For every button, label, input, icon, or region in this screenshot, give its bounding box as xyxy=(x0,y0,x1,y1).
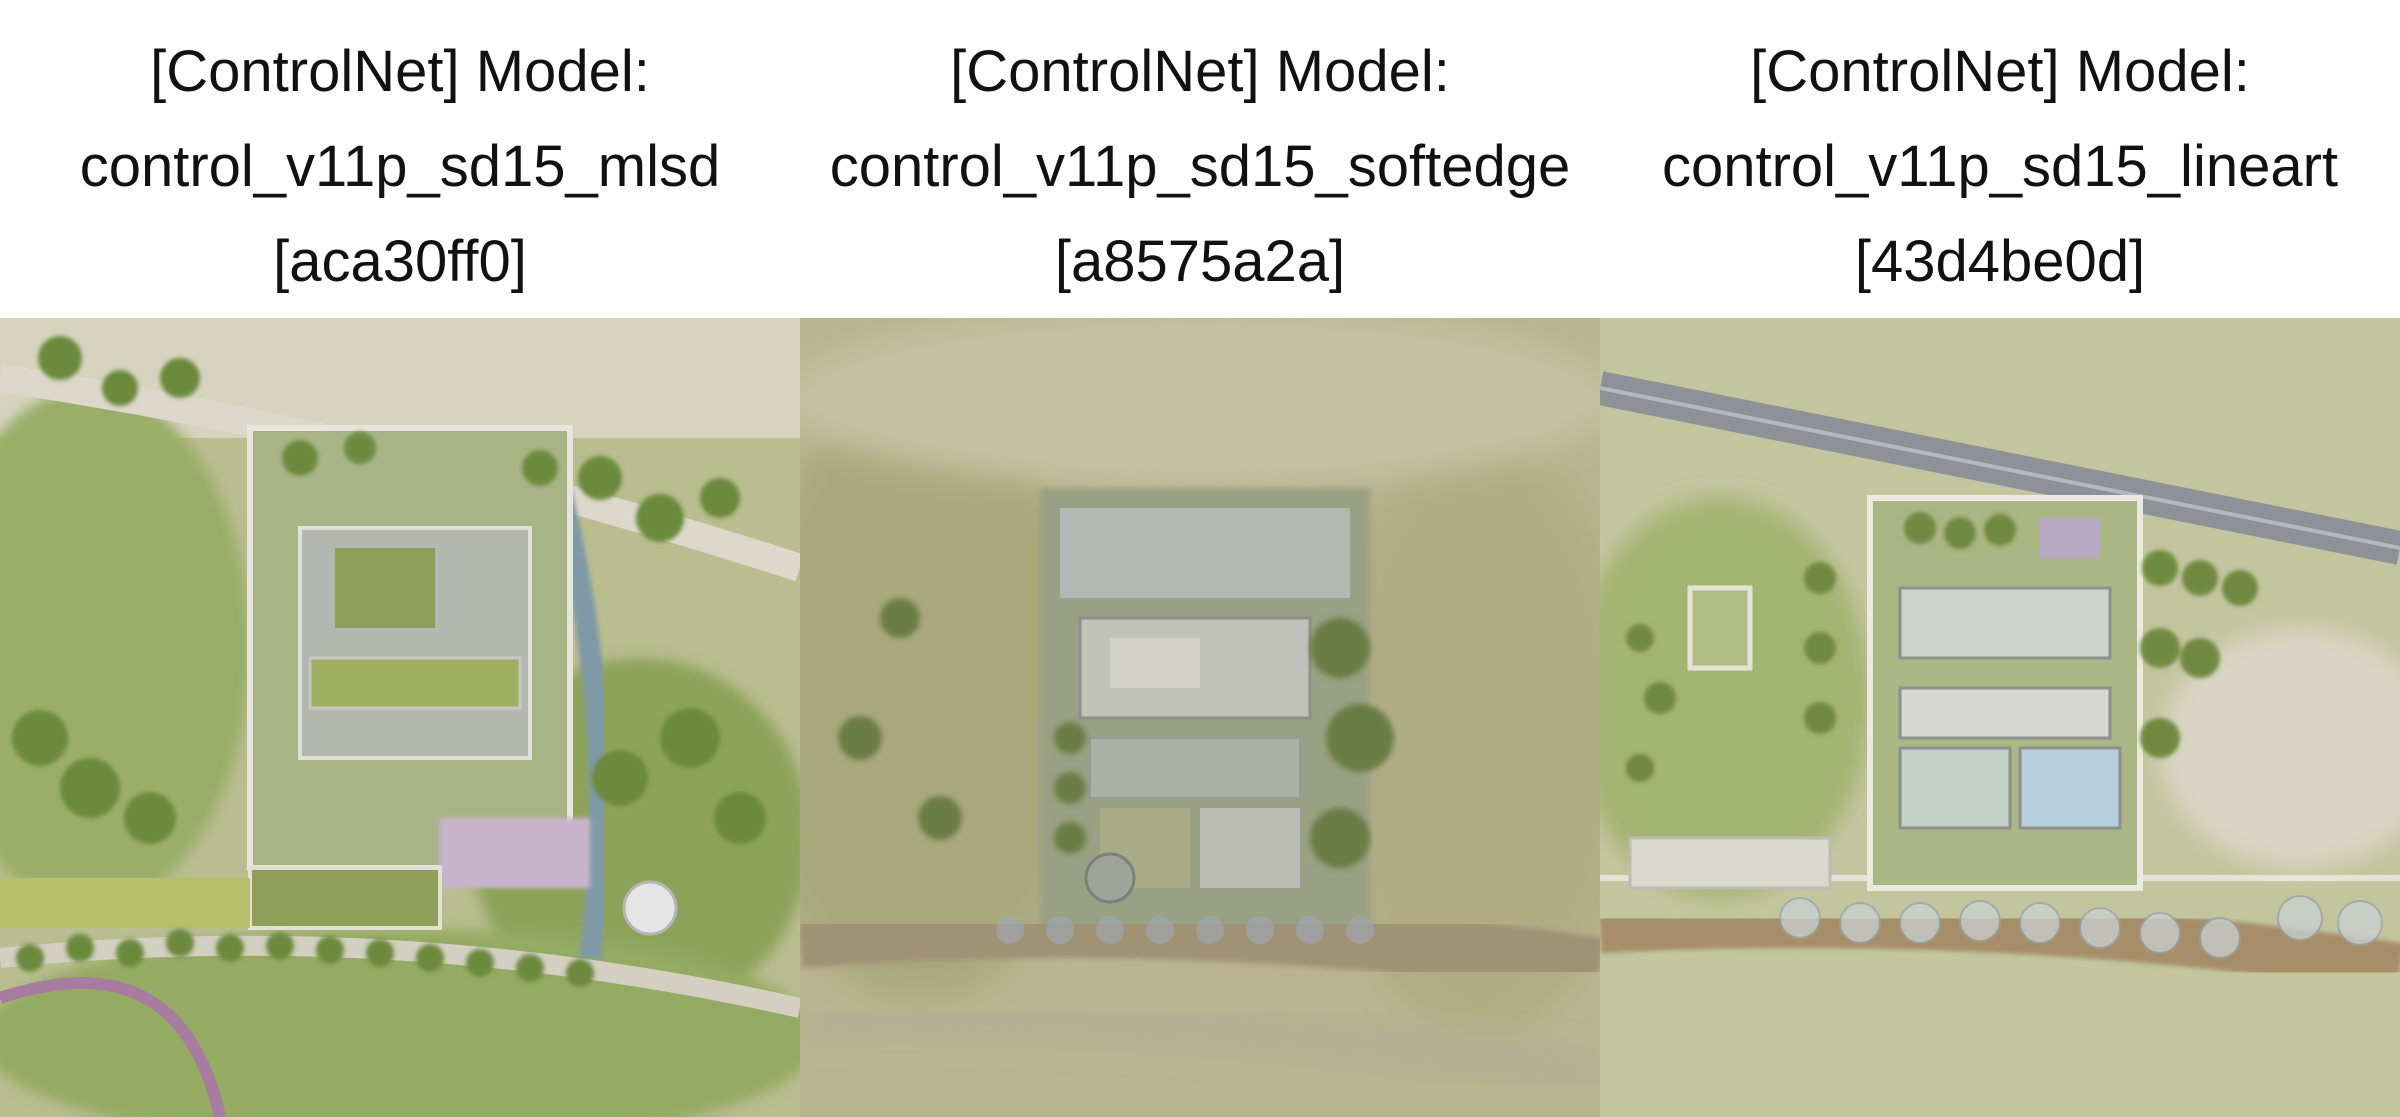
site-plan-illustration xyxy=(0,318,800,1117)
panel-mlsd: [ControlNet] Model: control_v11p_sd15_ml… xyxy=(0,0,800,1117)
caption-line-2: control_v11p_sd15_lineart xyxy=(1661,134,2339,199)
generated-image-mlsd xyxy=(0,318,800,1117)
generated-image-softedge xyxy=(800,318,1600,1117)
panel-caption: [ControlNet] Model: control_v11p_sd15_so… xyxy=(800,0,1600,318)
site-plan-illustration xyxy=(1600,318,2400,1117)
generated-image-lineart xyxy=(1600,318,2400,1117)
panel-caption: [ControlNet] Model: control_v11p_sd15_ml… xyxy=(0,0,800,318)
caption-line-1: [ControlNet] Model: xyxy=(150,39,650,104)
panel-caption: [ControlNet] Model: control_v11p_sd15_li… xyxy=(1600,0,2400,318)
caption-line-3: [aca30ff0] xyxy=(273,229,527,294)
caption-line-2: control_v11p_sd15_softedge xyxy=(829,134,1571,199)
caption-line-3: [43d4be0d] xyxy=(1854,229,2146,294)
site-plan-illustration xyxy=(800,318,1600,1117)
panel-softedge: [ControlNet] Model: control_v11p_sd15_so… xyxy=(800,0,1600,1117)
caption-line-1: [ControlNet] Model: xyxy=(950,39,1450,104)
panel-lineart: [ControlNet] Model: control_v11p_sd15_li… xyxy=(1600,0,2400,1117)
caption-line-1: [ControlNet] Model: xyxy=(1750,39,2250,104)
caption-line-3: [a8575a2a] xyxy=(1054,229,1346,294)
caption-line-2: control_v11p_sd15_mlsd xyxy=(79,134,721,199)
